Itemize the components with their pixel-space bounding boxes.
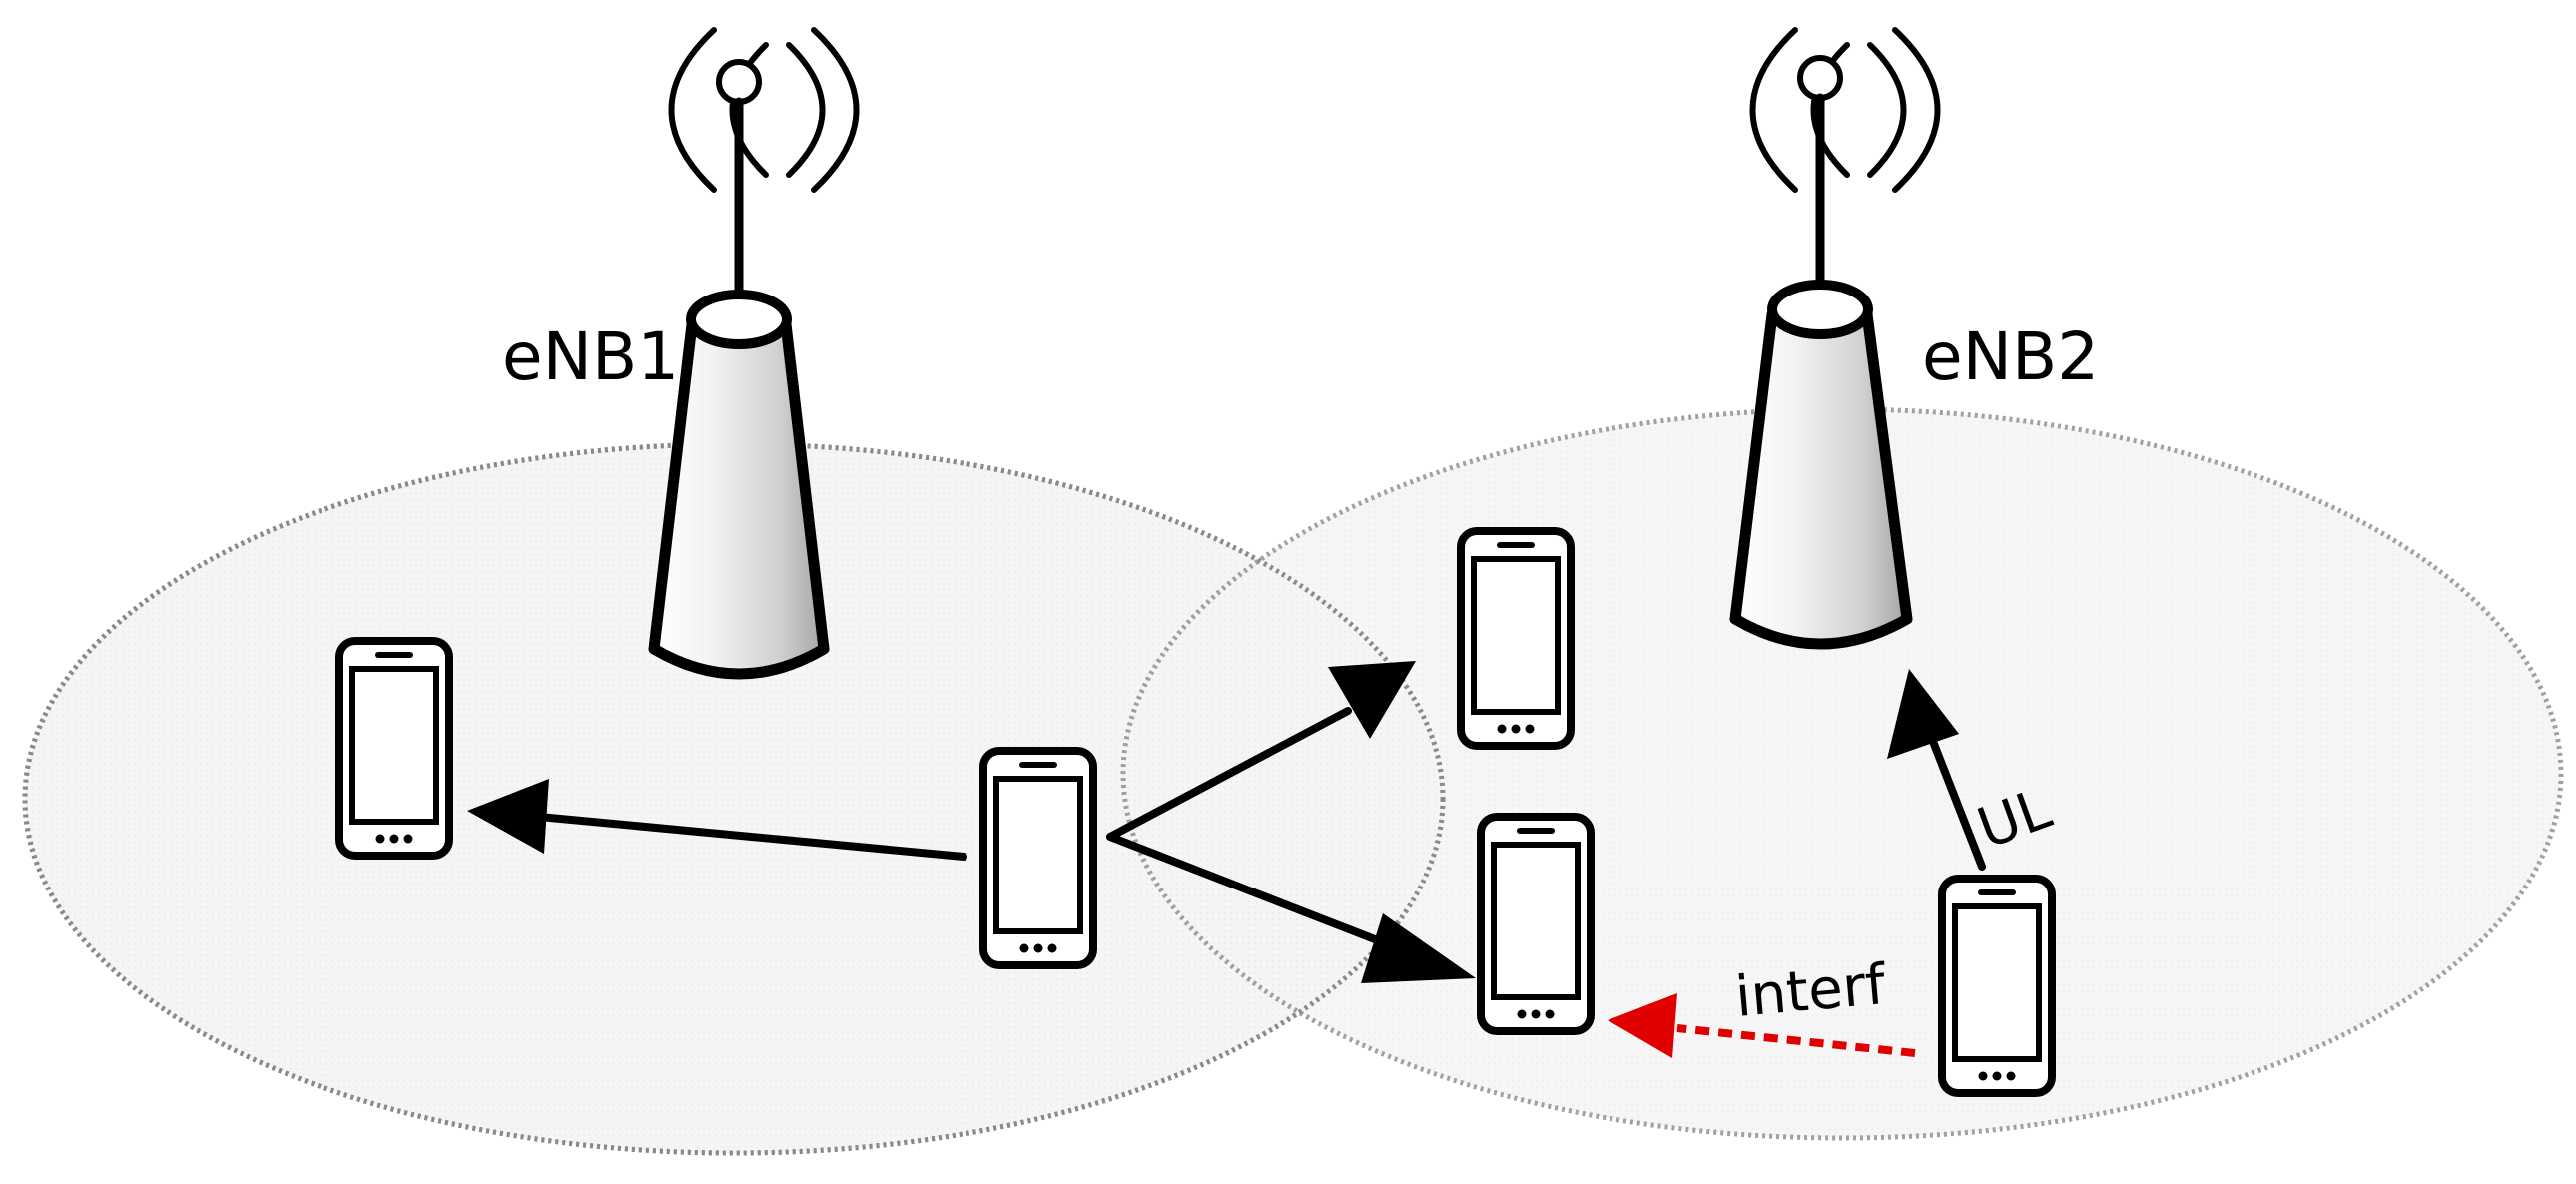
- phone-icon: [1457, 527, 1575, 750]
- base-station-enb1: [648, 27, 860, 680]
- antenna-icon: [1749, 27, 1941, 304]
- phone-icon: [335, 637, 453, 860]
- phone-icon: [1477, 813, 1595, 1035]
- phone-icon: [979, 747, 1097, 969]
- enb2-label: eNB2: [1922, 318, 2099, 395]
- base-station-enb2: [1729, 27, 1941, 650]
- tower-body: [1729, 308, 1913, 650]
- phone-ue-right: [1938, 875, 2056, 1097]
- d2d-arrows: [467, 661, 1476, 983]
- user-equipment-group: [335, 527, 2056, 1097]
- enb1-label: eNB1: [502, 318, 679, 395]
- phone-icon: [1938, 875, 2056, 1097]
- arrowhead-down: [1361, 913, 1476, 983]
- d2d-link-down: [1106, 833, 1402, 952]
- interference-arrow: [1608, 993, 1916, 1058]
- interf-label: interf: [1733, 952, 1890, 1030]
- phone-ue-left: [335, 637, 453, 860]
- uplink-arrow: [1887, 669, 1986, 871]
- phone-ue-top: [1457, 527, 1575, 750]
- cell-coverage-enb1-border: [22, 441, 1446, 1156]
- antenna-icon: [668, 27, 860, 316]
- tower-body: [648, 318, 830, 680]
- phone-ue-center: [979, 747, 1097, 969]
- tower-top: [1767, 280, 1873, 339]
- d2d-link-left: [535, 813, 967, 861]
- arrowhead-up: [1328, 661, 1416, 739]
- phone-ue-bottom: [1477, 813, 1595, 1035]
- d2d-link-up: [1106, 707, 1352, 841]
- arrowhead-left: [467, 779, 549, 854]
- tower-top: [686, 290, 792, 349]
